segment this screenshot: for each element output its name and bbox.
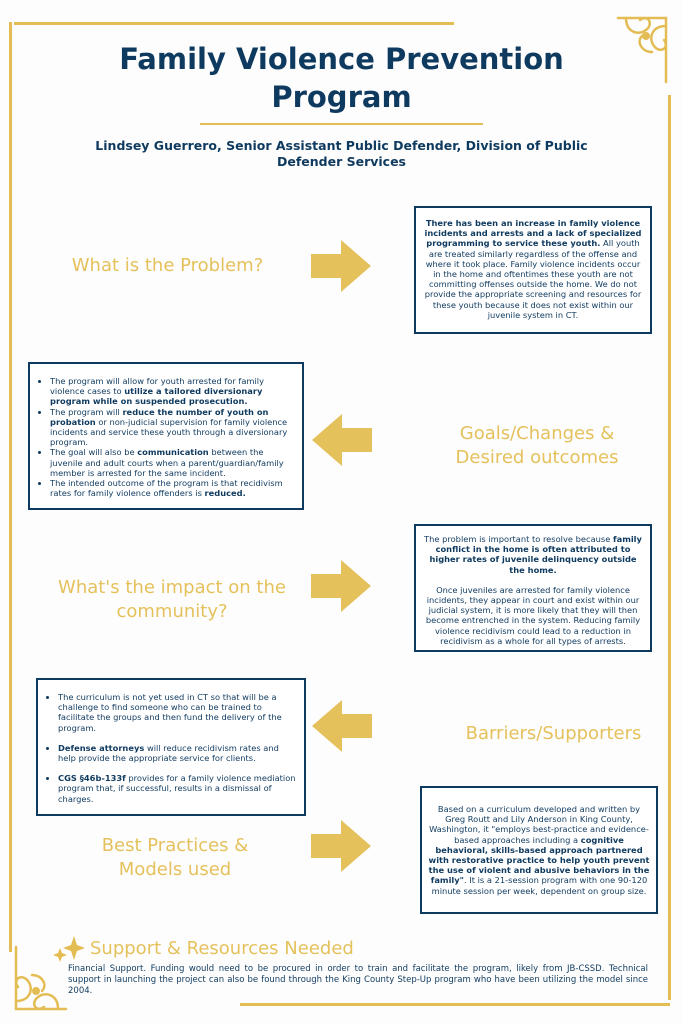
list-item: The goal will also be communication betw… <box>50 447 294 478</box>
problem-text: All youth are treated similarly regardle… <box>424 238 642 320</box>
corner-ornament-icon <box>14 945 68 1011</box>
corner-ornament-icon <box>616 16 668 84</box>
list-item: The curriculum is not yet used in CT so … <box>58 692 296 733</box>
footer-title: Support & Resources Needed <box>90 938 354 959</box>
barriers-box: The curriculum is not yet used in CT so … <box>36 678 306 816</box>
practices-label: Best Practices & Models used <box>101 835 249 880</box>
impact-box: The problem is important to resolve beca… <box>414 524 652 652</box>
sparkle-icon <box>53 936 85 962</box>
arrow-right-icon <box>311 820 371 872</box>
barriers-list: The curriculum is not yet used in CT so … <box>46 692 296 804</box>
problem-label: What is the Problem? <box>71 255 264 276</box>
list-item: Defense attorneys will reduce recidivism… <box>58 743 296 763</box>
impact-paragraph-2: Once juveniles are arrested for family v… <box>425 584 641 646</box>
practices-bold-text: cognitive behavioral, skills-based appro… <box>428 834 650 886</box>
arrow-left-icon <box>312 700 372 752</box>
problem-bold-text: There has been an increase in family vio… <box>424 218 642 249</box>
list-item: The program will allow for youth arreste… <box>50 376 294 407</box>
frame-bottom-line <box>240 1003 670 1006</box>
practices-box: Based on a curriculum developed and writ… <box>420 786 658 914</box>
impact-label: What's the impact on the community? <box>58 577 286 622</box>
frame-right-line <box>668 95 671 1000</box>
list-item: The intended outcome of the program is t… <box>50 478 294 498</box>
arrow-right-icon <box>311 560 371 612</box>
goals-list: The program will allow for youth arreste… <box>38 376 294 498</box>
arrow-left-icon <box>312 414 372 466</box>
barriers-label: Barriers/Supporters <box>465 723 642 744</box>
problem-box: There has been an increase in family vio… <box>414 206 652 334</box>
list-item: The program will reduce the number of yo… <box>50 407 294 448</box>
frame-left-line <box>9 22 12 952</box>
arrow-right-icon <box>311 240 371 292</box>
page-title: Family Violence Prevention Program <box>119 42 564 114</box>
list-item: CGS §46b-133f provides for a family viol… <box>58 773 296 804</box>
title-underline <box>200 123 483 125</box>
footer-text: Financial Support. Funding would need to… <box>68 964 648 996</box>
impact-paragraph-1: The problem is important to resolve beca… <box>424 534 642 575</box>
goals-label: Goals/Changes & Desired outcomes <box>455 423 619 468</box>
frame-top-line <box>14 22 454 25</box>
page-subtitle: Lindsey Guerrero, Senior Assistant Publi… <box>95 138 588 169</box>
goals-box: The program will allow for youth arreste… <box>28 362 304 510</box>
